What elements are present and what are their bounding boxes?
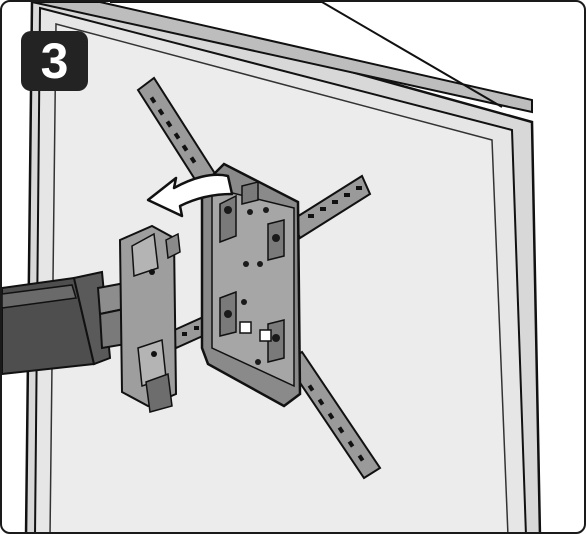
arm-hook-bracket [118,224,181,413]
mounting-hole-icon [224,206,280,365]
step-badge: 3 [21,31,88,91]
curved-arrow-icon [146,173,234,218]
mounting-plate [200,162,302,408]
bracket-rail-upper-left [136,76,230,208]
step-number: 3 [40,33,69,89]
